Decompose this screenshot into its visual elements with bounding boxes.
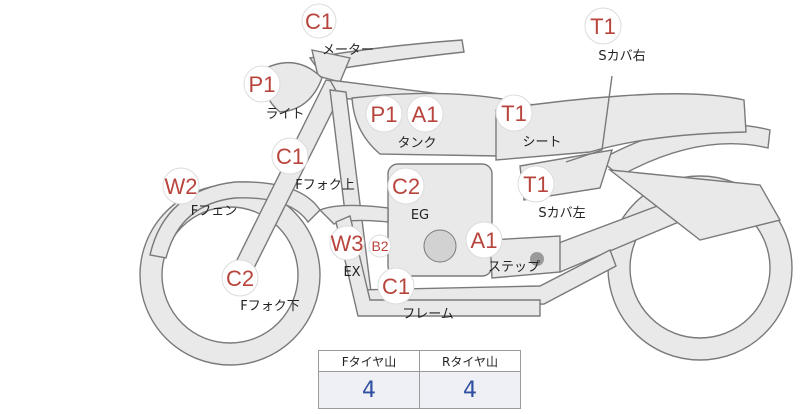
part-code: C2 bbox=[226, 266, 254, 291]
part-code: C1 bbox=[382, 274, 410, 299]
part-code: T1 bbox=[523, 172, 549, 197]
badge-circle bbox=[301, 3, 337, 39]
badge-circle bbox=[365, 95, 403, 133]
rear-tire-value: 4 bbox=[419, 371, 521, 409]
part-code-secondary: B2 bbox=[371, 238, 388, 254]
badge-circle bbox=[517, 165, 555, 203]
part-s-cover-r: T1 Sカバ右 bbox=[584, 7, 646, 64]
part-code: A1 bbox=[471, 228, 498, 253]
rear-tire-header: Rタイヤ山 bbox=[419, 350, 521, 372]
rear-frame-shape bbox=[607, 169, 782, 241]
front-tire-value: 4 bbox=[318, 371, 420, 409]
exhaust-shape bbox=[318, 204, 389, 225]
seat-shape bbox=[495, 93, 747, 161]
badge-circle bbox=[271, 137, 309, 175]
part-code: P1 bbox=[249, 72, 276, 97]
part-seat: T1 シート bbox=[495, 94, 562, 150]
part-label: メーター bbox=[322, 43, 374, 58]
table-header-row: Fタイヤ山 Rタイヤ山 bbox=[318, 350, 521, 372]
badge-circle bbox=[495, 94, 533, 132]
part-code: A1 bbox=[412, 102, 439, 127]
badge-circle bbox=[221, 259, 259, 297]
part-label: Fフォク上 bbox=[295, 178, 354, 193]
engine-cover bbox=[423, 229, 457, 263]
step-shape bbox=[489, 235, 561, 279]
badge-circle bbox=[584, 7, 622, 45]
badge-circle bbox=[243, 65, 281, 103]
badge-circle-small bbox=[368, 234, 392, 258]
table-row: 4 4 bbox=[318, 371, 521, 409]
part-tank: P1 A1 タンク bbox=[365, 95, 444, 151]
part-label: Fフェン bbox=[191, 204, 237, 219]
badge-circle bbox=[162, 167, 200, 205]
handlebar-shape bbox=[308, 39, 465, 73]
part-code: C2 bbox=[392, 174, 420, 199]
part-s-cover-l: T1 Sカバ左 bbox=[517, 165, 586, 221]
part-label: フレーム bbox=[402, 307, 454, 322]
part-fork-low: C2 Fフォク下 bbox=[221, 259, 300, 314]
part-code: P1 bbox=[371, 102, 398, 127]
motorcycle-silhouette bbox=[139, 39, 793, 366]
badge-circle bbox=[387, 167, 425, 205]
part-label: ステップ bbox=[488, 260, 540, 275]
part-code: W3 bbox=[331, 231, 364, 256]
part-code: W2 bbox=[165, 174, 198, 199]
seat-cover-pointer bbox=[565, 75, 613, 163]
part-light: P1 ライト bbox=[243, 65, 305, 122]
part-code: C1 bbox=[276, 144, 304, 169]
badge-circle bbox=[377, 267, 415, 305]
part-engine: C2 EG bbox=[387, 167, 429, 223]
tire-tread-table: Fタイヤ山 Rタイヤ山 4 4 bbox=[318, 350, 521, 409]
part-step: A1 ステップ bbox=[465, 221, 540, 275]
part-code: T1 bbox=[501, 101, 527, 126]
part-label: ライト bbox=[265, 107, 304, 122]
part-label: Fフォク下 bbox=[240, 299, 299, 314]
front-tire-header: Fタイヤ山 bbox=[318, 350, 420, 372]
part-f-fender: W2 Fフェン bbox=[162, 167, 237, 219]
part-label: EX bbox=[343, 265, 360, 280]
badge-circle bbox=[329, 225, 365, 261]
part-label: EG bbox=[411, 208, 429, 223]
badge-circle bbox=[465, 221, 503, 259]
part-meter: C1 メーター bbox=[301, 3, 374, 58]
exhaust-pipe-shape bbox=[335, 215, 541, 317]
badge-circle bbox=[406, 95, 444, 133]
part-label: Sカバ右 bbox=[598, 49, 645, 64]
part-label: Sカバ左 bbox=[538, 206, 585, 221]
part-fork-top: C1 Fフォク上 bbox=[271, 137, 355, 193]
part-code: T1 bbox=[590, 14, 616, 39]
part-exhaust: W3 B2 EX bbox=[329, 225, 392, 280]
footpeg bbox=[530, 252, 544, 266]
part-label: タンク bbox=[397, 136, 436, 151]
part-code: C1 bbox=[305, 9, 333, 34]
part-label: シート bbox=[522, 135, 561, 150]
part-frame: C1 フレーム bbox=[377, 267, 454, 322]
